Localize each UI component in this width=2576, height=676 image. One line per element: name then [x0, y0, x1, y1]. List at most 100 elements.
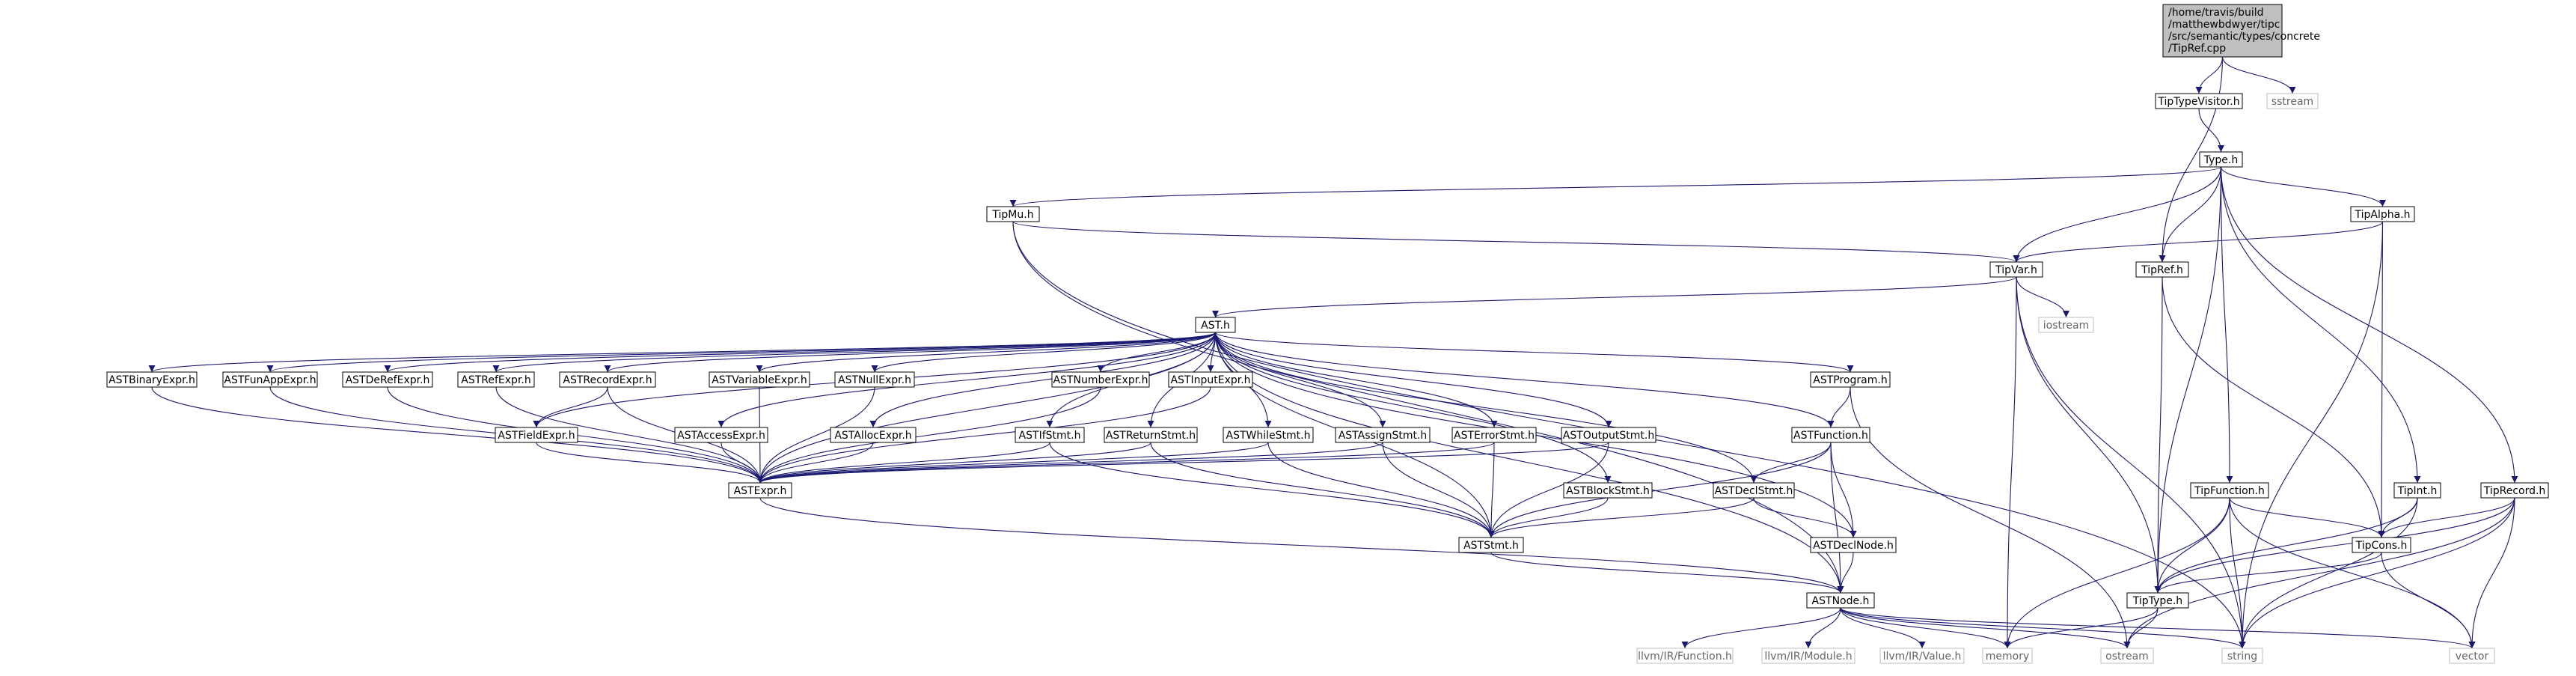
graph-node-vector: vector [2449, 648, 2495, 664]
dependency-edge-tiprecord_h-to-tipcons_h [2378, 497, 2515, 538]
node-box [834, 371, 915, 388]
node-box [830, 427, 917, 443]
node-label: TipCons.h [2355, 540, 2408, 552]
graph-node-astderefexpr_h[interactable]: ASTDeRefExpr.h [342, 371, 433, 388]
node-box [1015, 427, 1085, 443]
node-label: ASTRecordExpr.h [563, 374, 652, 386]
graph-node-astnullexpr_h[interactable]: ASTNullExpr.h [834, 371, 915, 388]
graph-node-tipcons_h[interactable]: TipCons.h [2352, 537, 2411, 553]
node-box [1563, 482, 1653, 499]
graph-node-astwhilestmt_h[interactable]: ASTWhileStmt.h [1223, 427, 1314, 443]
graph-node-ostream: ostream [2100, 648, 2154, 664]
node-label: ASTDeclStmt.h [1715, 485, 1793, 497]
node-label: iostream [2043, 320, 2090, 332]
dependency-edge-astifstmt_h-to-aststmt_h [1049, 442, 1495, 538]
graph-node-tipfunction_h[interactable]: TipFunction.h [2190, 482, 2269, 499]
node-label: ASTAccessExpr.h [677, 430, 765, 442]
dependency-edge-tipcons_h-to-tiptype_h [2154, 552, 2382, 594]
graph-node-tiptype_h[interactable]: TipType.h [2126, 592, 2189, 609]
graph-node-tipint_h[interactable]: TipInt.h [2393, 482, 2441, 499]
graph-node-tipmu_h[interactable]: TipMu.h [986, 206, 1040, 222]
dependency-edge-tipfunction_h-to-string [2229, 497, 2246, 649]
dependency-edge-astreturnstmt_h-to-aststmt_h [1150, 442, 1495, 538]
node-box [986, 206, 1040, 222]
dependency-edge-tiprecord_h-to-string [2239, 497, 2515, 649]
dependency-edge-tipfunction_h-to-tiptype_h [2154, 497, 2230, 594]
dependency-edge-type_h-to-tipint_h [2220, 166, 2421, 484]
dependency-edge-astdeclnode_h-to-astnode_h [1837, 552, 1854, 594]
node-label: TipInt.h [2397, 485, 2438, 497]
node-box [1636, 648, 1734, 664]
graph-node-type_h[interactable]: Type.h [2199, 151, 2243, 168]
node-label: ASTInputExpr.h [1170, 374, 1250, 386]
node-box [2350, 206, 2415, 222]
dependency-edge-astfunction_h-to-aststmt_h [1487, 442, 1832, 538]
node-label: ASTIfStmt.h [1019, 430, 1081, 442]
graph-node-astfunction_h[interactable]: ASTFunction.h [1791, 427, 1870, 443]
node-label: ASTBinaryExpr.h [108, 374, 195, 386]
graph-node-astdeclstmt_h[interactable]: ASTDeclStmt.h [1713, 482, 1795, 499]
dependency-edge-astifstmt_h-to-astexpr_h [756, 442, 1050, 484]
node-label: ASTReturnStmt.h [1106, 430, 1196, 442]
graph-node-astvariableexpr_h[interactable]: ASTVariableExpr.h [709, 371, 810, 388]
graph-node-astifstmt_h[interactable]: ASTIfStmt.h [1015, 427, 1085, 443]
node-box [674, 427, 768, 443]
graph-node-tipalpha_h[interactable]: TipAlpha.h [2350, 206, 2415, 222]
dependency-edge-astoutputstmt_h-to-astexpr_h [756, 442, 1609, 484]
node-label: sstream [2271, 96, 2313, 108]
node-box [1561, 427, 1656, 443]
dependency-edge-tipref_h-to-tiptype_h [2154, 276, 2163, 594]
graph-node-asterrorstmt_h[interactable]: ASTErrorStmt.h [1451, 427, 1537, 443]
node-box [342, 371, 433, 388]
node-label: AST.h [1201, 320, 1230, 332]
graph-node-astfunappexpr_h[interactable]: ASTFunAppExpr.h [222, 371, 318, 388]
dependency-edge-astnullexpr_h-to-astexpr_h [756, 386, 875, 484]
graph-node-tiptypevisitor_h[interactable]: TipTypeVisitor.h [2155, 93, 2243, 109]
dependency-edge-ast_h-to-astblockstmt_h [1214, 332, 1612, 484]
dependency-edge-tiprecord_h-to-ostream [2123, 497, 2515, 649]
graph-node-astinputexpr_h[interactable]: ASTInputExpr.h [1168, 371, 1253, 388]
graph-node-astrecordexpr_h[interactable]: ASTRecordExpr.h [559, 371, 656, 388]
graph-node-astassignstmt_h[interactable]: ASTAssignStmt.h [1335, 427, 1431, 443]
graph-node-astnode_h[interactable]: ASTNode.h [1806, 592, 1875, 609]
graph-node-tipvar_h[interactable]: TipVar.h [1989, 261, 2043, 278]
node-label: ASTFunction.h [1793, 430, 1868, 442]
dependency-edge-type_h-to-tipalpha_h [2220, 166, 2386, 207]
dependency-edge-type_h-to-tipfunction_h [2220, 166, 2233, 484]
graph-node-astrefexpr_h[interactable]: ASTRefExpr.h [457, 371, 535, 388]
graph-node-astprogram_h[interactable]: ASTProgram.h [1810, 371, 1891, 388]
graph-node-astbinaryexpr_h[interactable]: ASTBinaryExpr.h [106, 371, 198, 388]
dependency-edge-tipvar_h-to-iostream [2016, 276, 2069, 318]
graph-node-tipref_h[interactable]: TipRef.h [2135, 261, 2189, 278]
node-box [222, 371, 318, 388]
node-box [2162, 4, 2283, 58]
dependency-edge-astprogram_h-to-ostream [1850, 386, 2131, 649]
graph-node-astnumberexpr_h[interactable]: ASTNumberExpr.h [1051, 371, 1150, 388]
node-label: ASTRefExpr.h [461, 374, 530, 386]
node-label: ASTBlockStmt.h [1566, 485, 1650, 497]
dependency-edge-tiprecord_h-to-tiptype_h [2154, 497, 2515, 594]
node-box [1335, 427, 1431, 443]
graph-node-ast_h[interactable]: AST.h [1195, 317, 1236, 333]
graph-node-astexpr_h[interactable]: ASTExpr.h [728, 482, 792, 499]
node-box [1168, 371, 1253, 388]
graph-node-astallocexpr_h[interactable]: ASTAllocExpr.h [830, 427, 917, 443]
dependency-edge-ast_h-to-astaccessexpr_h [718, 332, 1217, 428]
dependency-edge-astnode_h-to-llvm_value [1840, 607, 1926, 649]
graph-node-astreturnstmt_h[interactable]: ASTReturnStmt.h [1104, 427, 1198, 443]
graph-node-tiprecord_h[interactable]: TipRecord.h [2480, 482, 2549, 499]
dependency-edge-astnode_h-to-llvm_module [1805, 607, 1841, 649]
node-box [1451, 427, 1537, 443]
dependency-edge-astbinaryexpr_h-to-astexpr_h [151, 386, 764, 484]
dependency-edge-ast_h-to-astderefexpr_h [384, 332, 1217, 373]
graph-node-astfieldexpr_h[interactable]: ASTFieldExpr.h [495, 427, 578, 443]
node-box [2135, 261, 2189, 278]
graph-node-astoutputstmt_h[interactable]: ASTOutputStmt.h [1561, 427, 1656, 443]
graph-node-astblockstmt_h[interactable]: ASTBlockStmt.h [1563, 482, 1653, 499]
graph-node-astdeclnode_h[interactable]: ASTDeclNode.h [1810, 537, 1897, 553]
graph-node-astaccessexpr_h[interactable]: ASTAccessExpr.h [674, 427, 768, 443]
node-label: llvm/IR/Module.h [1764, 651, 1852, 663]
dependency-edge-astfunction_h-to-astdeclstmt_h [1750, 442, 1832, 484]
graph-node-aststmt_h[interactable]: ASTStmt.h [1458, 537, 1524, 553]
